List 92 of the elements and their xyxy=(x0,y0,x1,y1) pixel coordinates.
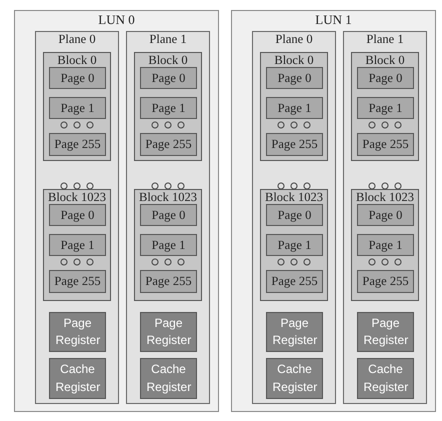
box-label: Page 255 xyxy=(362,137,409,152)
box-title: Block 1023 xyxy=(47,190,107,205)
register-box xyxy=(357,312,414,352)
box-label: Cache Register xyxy=(364,361,408,396)
page-box xyxy=(357,97,414,119)
box-label: Page Register xyxy=(272,314,316,349)
page-box xyxy=(140,97,197,119)
box-label: Page 1 xyxy=(60,100,94,116)
block-box xyxy=(351,52,419,161)
page-box xyxy=(140,67,197,89)
box-title: LUN 1 xyxy=(314,12,353,28)
block-box xyxy=(134,189,202,301)
register-box xyxy=(266,312,323,352)
box-label: Page 1 xyxy=(278,238,312,252)
box-label: Page 0 xyxy=(278,70,312,86)
lun-box xyxy=(231,10,436,412)
page-box xyxy=(49,204,106,226)
box-title: Block 1023 xyxy=(138,190,198,205)
box-label: Page Register xyxy=(56,314,100,349)
box-label: Page 255 xyxy=(54,274,101,289)
box-label: Page Register xyxy=(146,314,190,349)
page-box xyxy=(357,204,414,226)
plane-box xyxy=(343,31,427,404)
block-box xyxy=(260,189,328,301)
page-box xyxy=(140,133,197,156)
page-box xyxy=(357,270,414,293)
box-label: Page 255 xyxy=(271,274,318,289)
page-box xyxy=(266,204,323,226)
plane-box xyxy=(126,31,210,404)
plane-box xyxy=(35,31,119,404)
register-box xyxy=(266,358,323,399)
page-box xyxy=(49,234,106,256)
block-box xyxy=(43,189,111,301)
register-box xyxy=(49,358,106,399)
page-box xyxy=(140,204,197,226)
page-box xyxy=(266,234,323,256)
page-box xyxy=(49,97,106,119)
box-label: Page 255 xyxy=(145,274,192,289)
box-label: Page 0 xyxy=(278,208,312,222)
page-box xyxy=(266,97,323,119)
box-label: Page 1 xyxy=(368,100,402,116)
page-box xyxy=(357,67,414,89)
box-title: Plane 1 xyxy=(365,32,405,47)
box-title: Block 1023 xyxy=(355,190,415,205)
box-label: Page 0 xyxy=(152,70,186,86)
page-box xyxy=(357,234,414,256)
plane-box xyxy=(252,31,336,404)
box-title: Plane 0 xyxy=(274,32,314,47)
register-box xyxy=(140,312,197,352)
box-label: Page 0 xyxy=(368,70,402,86)
box-label: Page 0 xyxy=(60,70,94,86)
box-label: Page 1 xyxy=(152,238,186,252)
box-label: Page 0 xyxy=(368,208,402,222)
block-box xyxy=(351,189,419,301)
page-box xyxy=(49,133,106,156)
box-label: Cache Register xyxy=(272,361,316,396)
box-label: Page 255 xyxy=(54,137,101,152)
box-label: Cache Register xyxy=(146,361,190,396)
page-box xyxy=(266,270,323,293)
box-label: Page 1 xyxy=(278,100,312,116)
box-title: Plane 1 xyxy=(148,32,188,47)
page-box xyxy=(49,270,106,293)
box-label: Page 255 xyxy=(362,274,409,289)
box-label: Page 1 xyxy=(152,100,186,116)
page-box xyxy=(266,133,323,156)
box-label: Page 1 xyxy=(368,238,402,252)
page-box xyxy=(266,67,323,89)
box-title: Block 0 xyxy=(56,53,98,68)
page-box xyxy=(140,270,197,293)
box-label: Page 255 xyxy=(271,137,318,152)
register-box xyxy=(357,358,414,399)
box-label: Page Register xyxy=(364,314,408,349)
box-title: Block 0 xyxy=(364,53,406,68)
box-label: Page 255 xyxy=(145,137,192,152)
box-title: Block 0 xyxy=(147,53,189,68)
block-box xyxy=(260,52,328,161)
box-title: Block 0 xyxy=(273,53,315,68)
lun-box xyxy=(14,10,219,412)
box-label: Page 1 xyxy=(60,238,94,252)
block-box xyxy=(134,52,202,161)
page-box xyxy=(49,67,106,89)
page-box xyxy=(140,234,197,256)
box-label: Page 0 xyxy=(152,208,186,222)
box-label: Page 0 xyxy=(60,208,94,222)
register-box xyxy=(49,312,106,352)
block-box xyxy=(43,52,111,161)
box-label: Cache Register xyxy=(56,361,100,396)
box-title: Plane 0 xyxy=(57,32,97,47)
box-title: LUN 0 xyxy=(97,12,136,28)
box-title: Block 1023 xyxy=(264,190,324,205)
page-box xyxy=(357,133,414,156)
register-box xyxy=(140,358,197,399)
